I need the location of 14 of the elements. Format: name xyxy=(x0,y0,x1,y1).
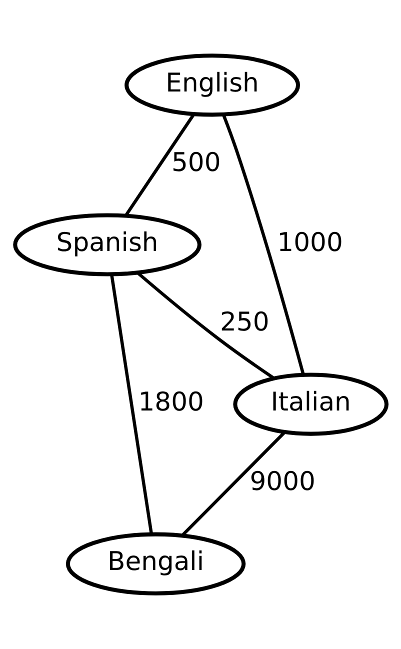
connector xyxy=(222,114,305,375)
edge-label: 1800 xyxy=(138,387,204,418)
node-ellipse: Italian xyxy=(233,372,389,436)
node-ellipse: Spanish xyxy=(13,213,202,276)
connector xyxy=(124,114,195,216)
connector xyxy=(110,274,154,534)
edge-label: 250 xyxy=(220,308,270,338)
edge-label: 9000 xyxy=(250,467,316,498)
node-ellipse: English xyxy=(124,54,300,117)
connector xyxy=(136,272,275,380)
node-ellipse: Bengali xyxy=(66,532,246,596)
connector xyxy=(182,431,286,536)
edge-label: 1000 xyxy=(277,228,343,258)
edge-label: 500 xyxy=(172,148,221,178)
